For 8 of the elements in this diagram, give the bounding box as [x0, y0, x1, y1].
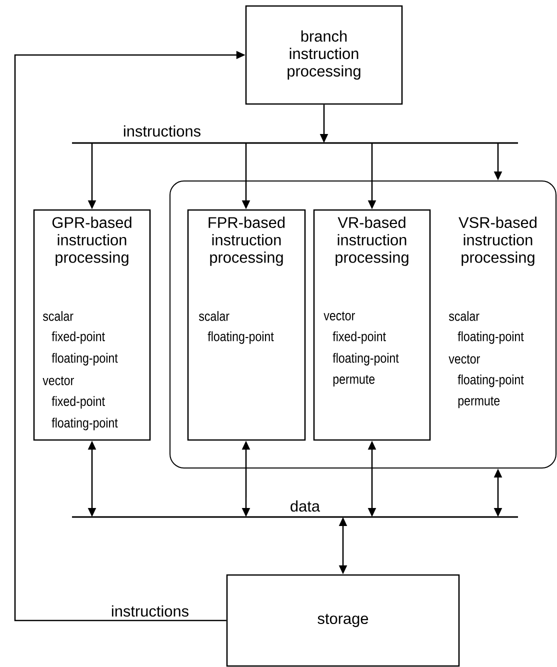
process-box: FPR-based instruction processing scalar floating-point: [187, 209, 306, 441]
storage-box: storage: [226, 574, 460, 667]
bus-line: instructions: [72, 125, 518, 144]
edge-label: instructions: [110, 604, 190, 618]
process-box: VR-based instruction processing vector fixed-point floating-point permute: [313, 209, 431, 441]
process-box: GPR-based instruction processing scalar fixed-point floating-point vector fixed-point floating-point: [33, 209, 151, 441]
process-box: branch instruction processing: [245, 5, 403, 105]
bus-line: data: [72, 500, 518, 518]
